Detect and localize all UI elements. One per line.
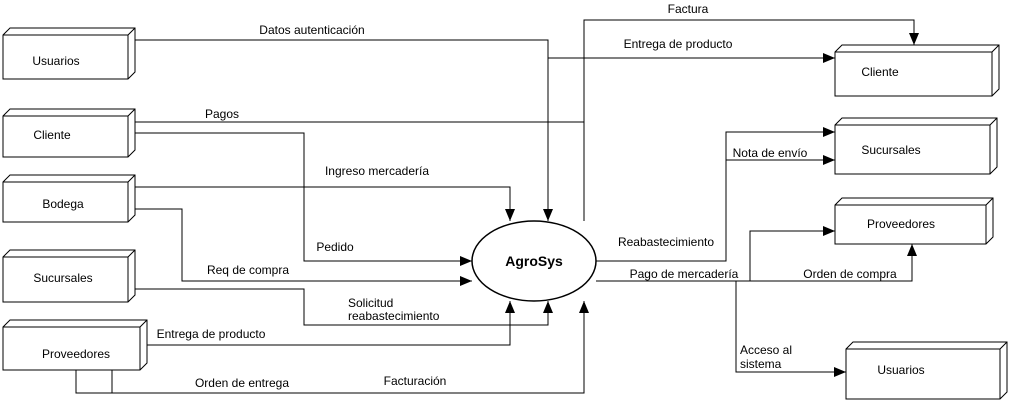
entity-label: Proveedores [42, 347, 110, 361]
flow-label: Orden de compra [803, 267, 897, 281]
entity-proveedores-right: Proveedores [834, 197, 994, 245]
flow-req-compra [135, 208, 472, 286]
flow-label: Factura [668, 2, 709, 16]
flow-entrega-producto-in [147, 301, 515, 346]
flow-factura [583, 19, 919, 221]
flow-orden-compra [749, 226, 835, 281]
flow-label: Orden de entrega [195, 376, 289, 390]
flow-label: Entrega de producto [157, 327, 266, 341]
flow-datos-autenticacion [135, 39, 553, 221]
entity-label: Proveedores [867, 217, 935, 231]
flow-label: Nota de envío [733, 146, 808, 160]
flow-label: reabastecimiento [348, 309, 440, 323]
entity-label: Cliente [861, 65, 899, 79]
flow-acceso-sistema [735, 281, 846, 377]
flow-label: Reabastecimiento [618, 235, 714, 249]
flow-facturacion [112, 301, 589, 394]
entity-label: Bodega [42, 197, 84, 211]
process-label: AgroSys [505, 253, 563, 269]
flow-label: Pedido [316, 240, 354, 254]
entity-cliente-left: Cliente [2, 108, 136, 158]
entity-cliente-right: Cliente [834, 44, 1000, 97]
entity-proveedores-left: Proveedores [2, 319, 148, 371]
flow-label: Solicitud [348, 296, 393, 310]
flow-label: Pagos [205, 107, 239, 121]
entity-usuarios-left: Usuarios [2, 27, 136, 80]
flow-pago-mercaderia [596, 244, 917, 282]
flow-label: Pago de mercadería [630, 267, 739, 281]
flow-pedido [135, 132, 472, 266]
flow-orden-entrega [75, 370, 113, 394]
entity-label: Sucursales [861, 143, 920, 157]
flow-label: Facturación [384, 374, 447, 388]
flow-label: Entrega de producto [624, 37, 733, 51]
entity-label: Sucursales [33, 271, 92, 285]
flow-solicitud-reabastecimiento [135, 288, 553, 326]
flow-label: sistema [740, 357, 782, 371]
entity-label: Cliente [33, 128, 71, 142]
entity-usuarios-right: Usuarios [845, 341, 1008, 400]
entity-sucursales-right: Sucursales [834, 117, 998, 175]
flow-label: Ingreso mercadería [325, 164, 429, 178]
flow-reabastecimiento [596, 127, 835, 262]
entity-bodega: Bodega [2, 174, 136, 223]
entity-label: Usuarios [32, 54, 79, 68]
entity-sucursales-left: Sucursales [2, 249, 136, 303]
flow-label: Acceso al [740, 343, 792, 357]
entity-label: Usuarios [877, 363, 924, 377]
flow-ingreso-mercaderia [135, 186, 515, 221]
flow-label: Datos autenticación [259, 23, 364, 37]
process-agrosys: AgroSys [471, 220, 597, 302]
flow-label: Req de compra [207, 263, 289, 277]
